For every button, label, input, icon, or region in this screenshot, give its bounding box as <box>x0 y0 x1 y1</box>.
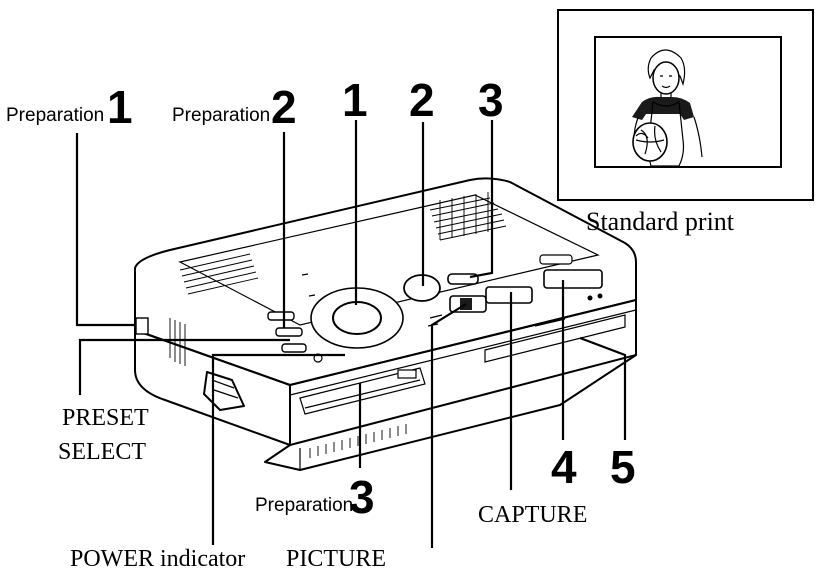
preset-label-line1: PRESET <box>62 405 149 431</box>
prep2-word: Preparation <box>172 105 270 126</box>
prep2-number: 2 <box>271 81 297 133</box>
prep3-number: 3 <box>349 471 375 523</box>
picture-label: PICTURE <box>286 546 386 572</box>
left-grille <box>179 253 259 295</box>
callout-labels: Preparation 1 Preparation 2 1 2 3 Prepar… <box>6 74 636 523</box>
standard-print-inset: Standard print <box>557 9 814 236</box>
step5-number: 5 <box>610 441 636 493</box>
part-labels: PRESET SELECT CAPTURE POWER indicator PI… <box>58 405 587 572</box>
capture-button[interactable] <box>485 286 533 304</box>
printer-body <box>134 177 637 471</box>
prep3-word: Preparation <box>255 495 353 516</box>
prep1-word: Preparation <box>6 105 104 126</box>
printer-top-surface <box>134 177 637 386</box>
step2-number: 2 <box>409 74 435 126</box>
control-dial[interactable] <box>310 287 404 349</box>
top-grille <box>429 192 507 241</box>
print-button[interactable] <box>543 269 603 289</box>
prep1-number: 1 <box>107 81 133 133</box>
side-port <box>135 317 149 335</box>
side-vent <box>169 318 186 366</box>
step1-number: 1 <box>342 74 368 126</box>
paper-exit-slot <box>484 314 626 363</box>
step3-number: 3 <box>478 74 504 126</box>
person-illustration <box>632 49 703 167</box>
step4-number: 4 <box>551 441 577 493</box>
inset-caption: Standard print <box>586 207 735 236</box>
printer-left-face <box>134 329 291 446</box>
capture-label: CAPTURE <box>478 502 587 528</box>
front-tray-slot <box>299 367 426 415</box>
front-vent <box>309 424 407 458</box>
side-connector <box>203 371 245 411</box>
power-indicator-label: POWER indicator <box>70 546 245 572</box>
preset-label-line2: SELECT <box>58 439 146 465</box>
leader-lines <box>75 120 627 548</box>
